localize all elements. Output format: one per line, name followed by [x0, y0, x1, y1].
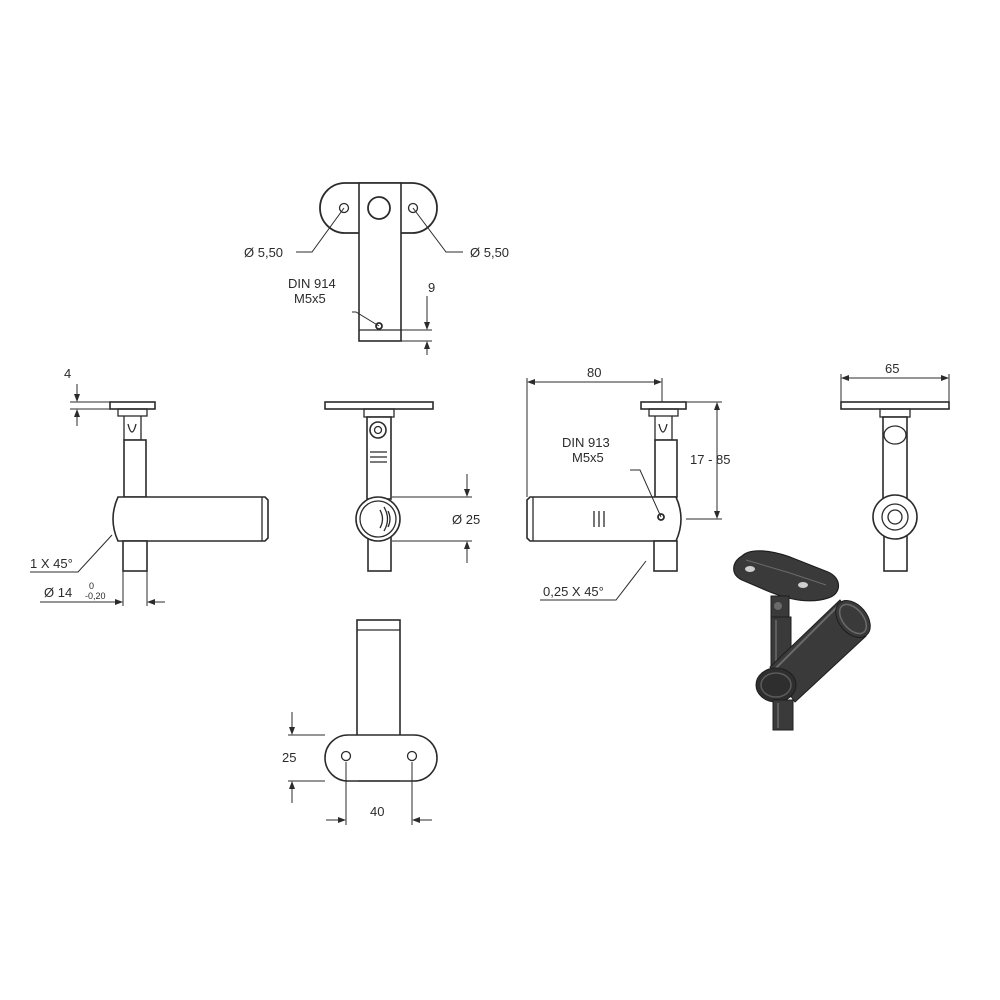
bottom-view — [288, 619, 438, 825]
side-view-left — [30, 384, 269, 606]
dia14-tol-upper: 0 — [89, 581, 94, 591]
chamfer-1x45-label: 1 X 45° — [30, 556, 73, 571]
chamfer-025x45-label: 0,25 X 45° — [543, 584, 604, 599]
din914-title: DIN 914 — [288, 276, 336, 291]
side-view-right — [526, 378, 722, 601]
din914-size: M5x5 — [294, 291, 326, 306]
dia14-label: Ø 14 — [44, 585, 72, 600]
dim-65-label: 65 — [885, 361, 899, 376]
dia14-tol-lower: -0,20 — [85, 591, 106, 601]
dia25-label: Ø 25 — [452, 512, 480, 527]
dim-80-label: 80 — [587, 365, 601, 380]
hole-right-label: Ø 5,50 — [470, 245, 509, 260]
front-view — [324, 401, 472, 572]
top-view — [296, 182, 463, 355]
bracket-3d-render — [733, 550, 871, 731]
din913-size: M5x5 — [572, 450, 604, 465]
dim-4-label: 4 — [64, 366, 71, 381]
dim-40-label: 40 — [370, 804, 384, 819]
dim-9-label: 9 — [428, 280, 435, 295]
din913-title: DIN 913 — [562, 435, 610, 450]
dim-25-label: 25 — [282, 750, 296, 765]
hole-left-label: Ø 5,50 — [244, 245, 283, 260]
rear-view — [840, 374, 950, 572]
range-label: 17 - 85 — [690, 452, 730, 467]
